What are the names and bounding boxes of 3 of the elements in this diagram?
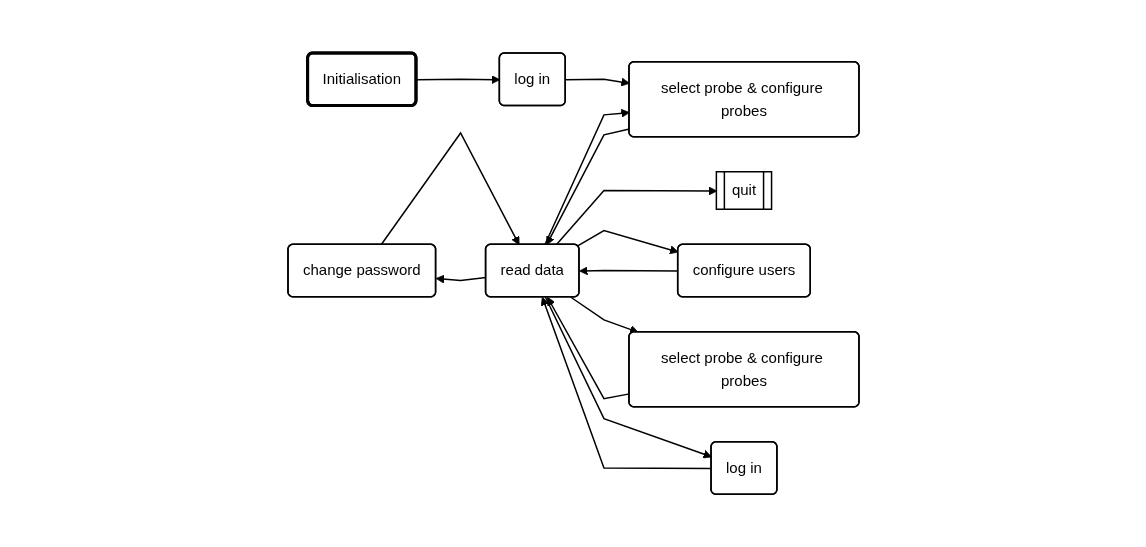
arrow bbox=[569, 296, 639, 334]
arrow bbox=[379, 131, 519, 246]
arrow bbox=[555, 186, 717, 246]
